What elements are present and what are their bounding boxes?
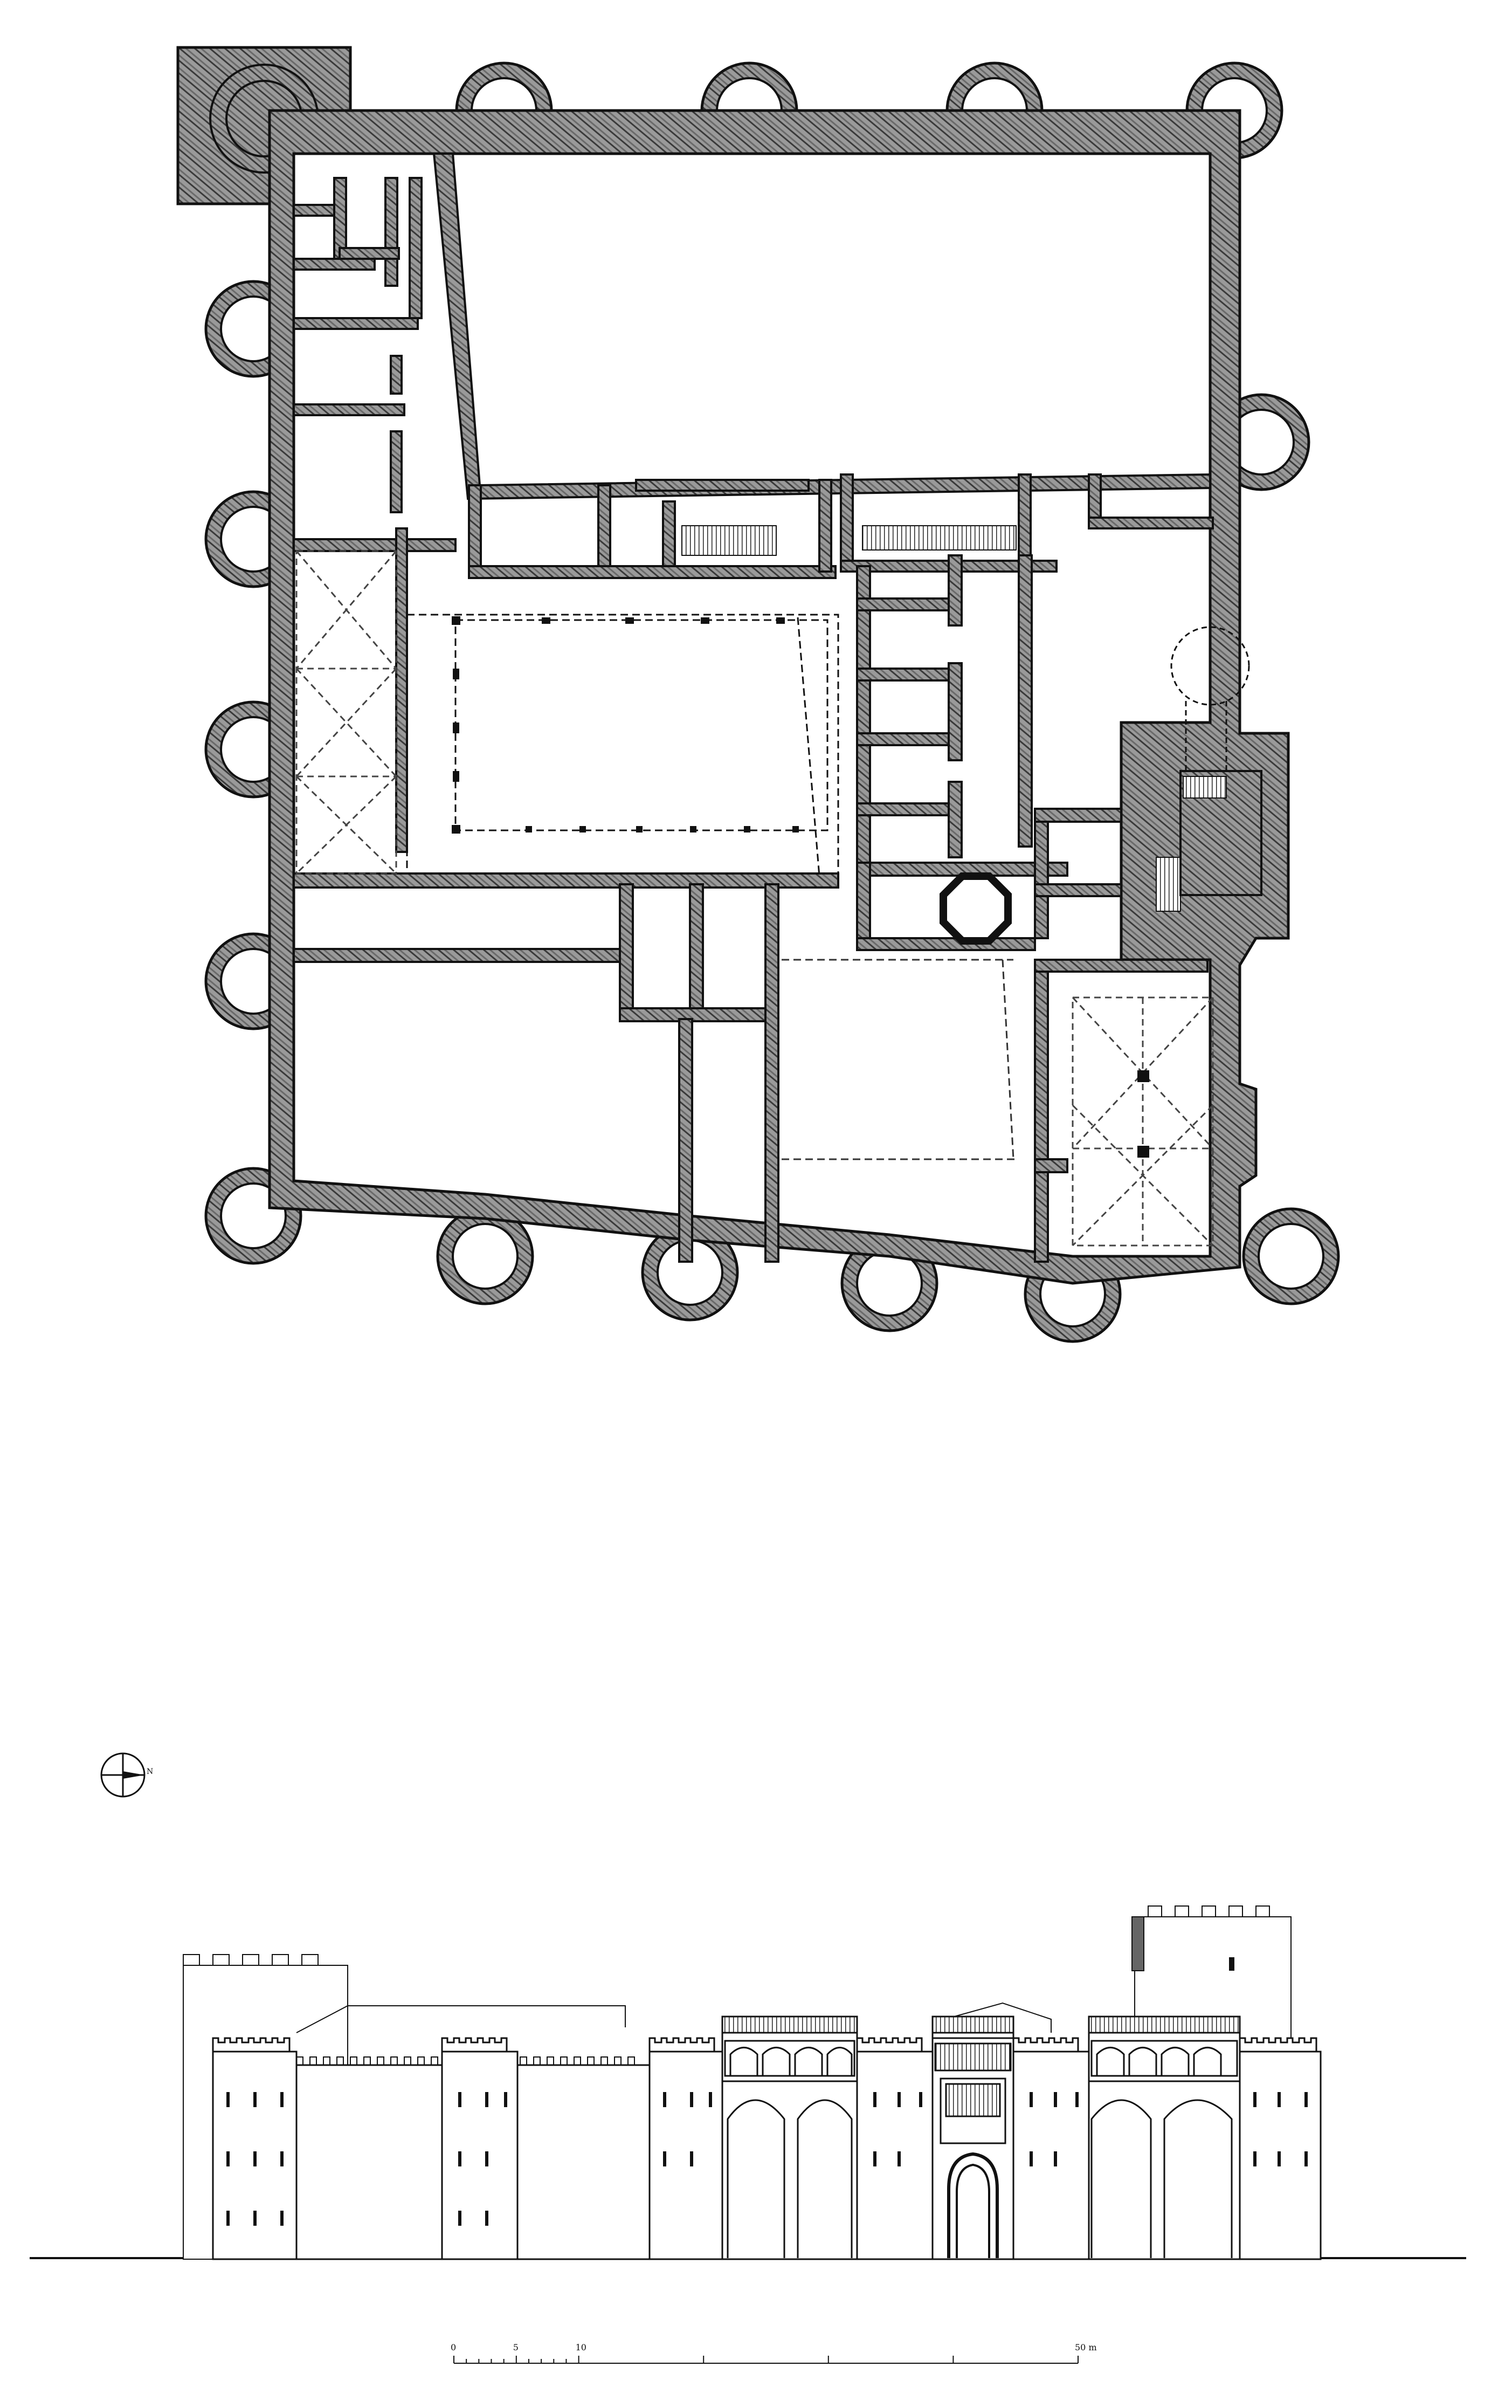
elevation-tower-4 [856,2037,934,2260]
south-yard-colonnade [782,959,1019,1160]
elevation-tower-6 [1239,2037,1322,2260]
south-elevation [30,1905,1466,2260]
elevation-tower-5 [1012,2037,1090,2260]
main-gate [931,2037,1014,2260]
scale-label: 50 m [1075,2342,1097,2352]
scale-label: 5 [513,2342,519,2352]
staircases [681,525,1227,912]
elevation-tower-3 [648,2037,723,2260]
floor-plan [176,46,1340,1343]
interior-walls [293,177,1214,1263]
east-annexe [1170,626,1262,896]
north-arrow-letter: N [147,1767,153,1776]
scale-bar: 0 5 10 50 m [451,2342,1097,2364]
elevation-tower-1 [212,2037,298,2260]
elevation-tower-2 [441,2037,519,2260]
scale-label: 10 [576,2342,586,2352]
octagonal-oratory [940,872,1012,945]
compass-rose-icon: N [100,1752,153,1798]
scale-label: 0 [451,2342,456,2352]
patio-columns [452,616,799,834]
arrow-slits [226,2092,1308,2226]
chapel-pillars [1137,1070,1149,1158]
west-vaulted-gallery [295,550,397,875]
arcaded-galleries [722,2040,1240,2258]
